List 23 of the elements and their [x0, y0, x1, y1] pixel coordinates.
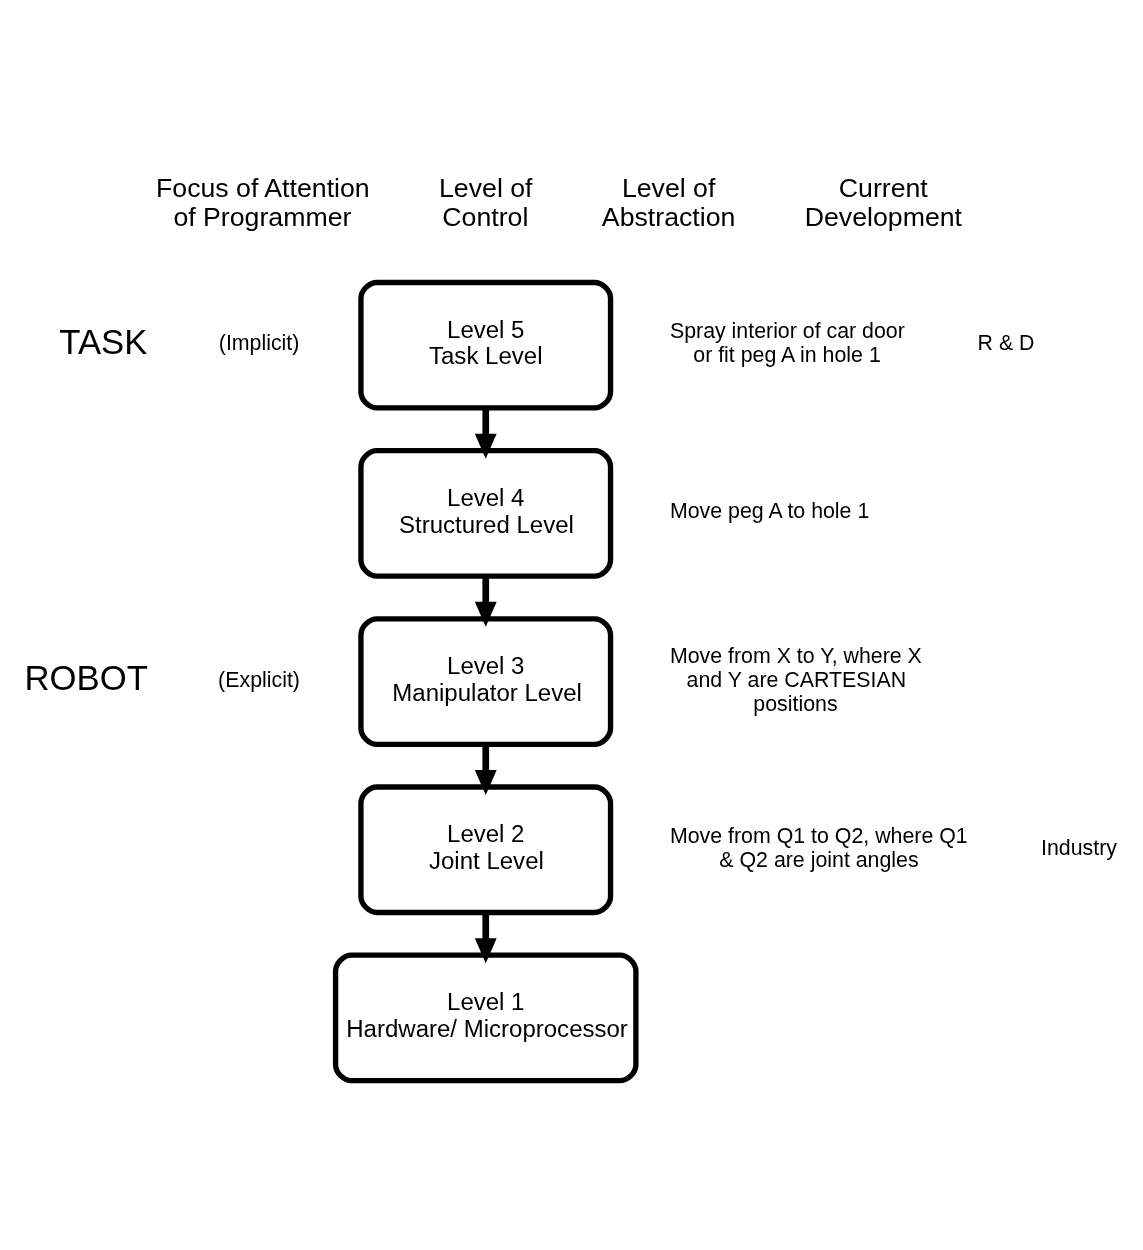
label: Level of Control	[439, 172, 533, 232]
label: ROBOT	[24, 658, 148, 697]
label: Move from Q1 to Q2, where Q1 & Q2 are joint angles	[669, 823, 968, 872]
label: Focus of Attention of Programmer	[156, 172, 370, 232]
label: Move peg A to hole 1	[669, 498, 870, 523]
label: Move from X to Y, where X and Y are CARTESIAN positions	[669, 643, 922, 716]
arrow	[474, 912, 497, 963]
node-box: Level 5 Task Level	[358, 279, 614, 411]
arrow	[474, 407, 497, 459]
node-box: Level 2 Joint Level	[358, 783, 614, 915]
node-box: Level 4 Structured Level	[358, 447, 614, 579]
arrow	[474, 744, 497, 795]
node-box: Level 3 Manipulator Level	[358, 615, 614, 747]
label: Level of Abstraction	[601, 172, 736, 232]
label: R & D	[977, 330, 1035, 355]
label: (Implicit)	[218, 330, 300, 355]
label: Current Development	[804, 172, 962, 232]
label: TASK	[59, 322, 148, 361]
arrow	[474, 575, 497, 627]
label: Spray interior of car door or fit peg A in hole 1	[669, 318, 905, 367]
node-box: Level 1 Hardware/ Microprocessor	[332, 952, 639, 1083]
label: (Explicit)	[218, 667, 300, 692]
label: Industry	[1041, 835, 1117, 860]
